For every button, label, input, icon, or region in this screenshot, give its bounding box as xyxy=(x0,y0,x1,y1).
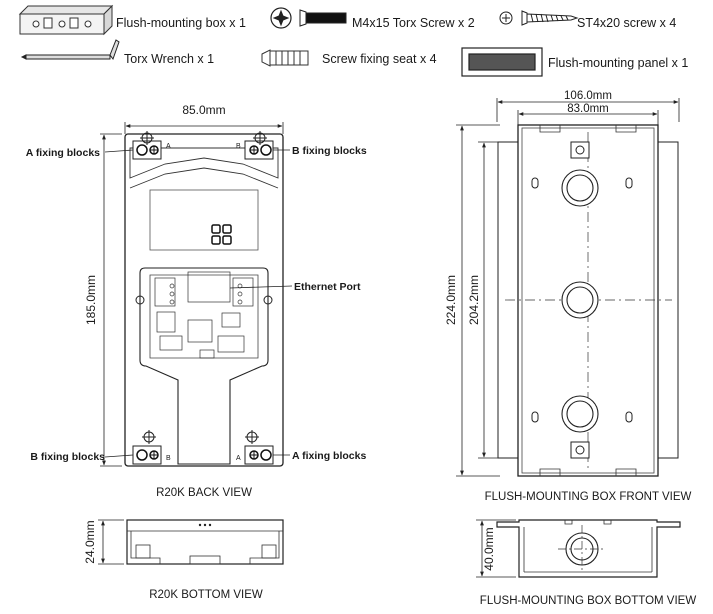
box-bottom-caption: FLUSH-MOUNTING BOX BOTTOM VIEW xyxy=(480,595,697,607)
block-b-letter-bottom: B xyxy=(166,455,171,462)
fixing-block-top-right xyxy=(244,140,274,160)
box-screw-tabs xyxy=(570,141,590,459)
flush-mounting-panel-icon xyxy=(461,47,543,77)
block-a-letter-bottom: A xyxy=(236,455,241,462)
label-b-fixing-bottom: B fixing blocks xyxy=(30,451,105,463)
st4-screw-icon xyxy=(499,10,579,26)
box-bottom-height-dimension: 40.0mm xyxy=(482,527,496,570)
accessory-box-icon xyxy=(18,4,114,36)
r20k-back-view: 85.0mm 185.0mm xyxy=(26,103,367,499)
m4-torx-screw-icon xyxy=(270,7,347,29)
screw-markers xyxy=(140,131,267,444)
torx-wrench-label: Torx Wrench x 1 xyxy=(124,52,214,66)
box-front-caption: FLUSH-MOUNTING BOX FRONT VIEW xyxy=(485,491,692,503)
box-outer-height: 224.0mm xyxy=(444,275,458,325)
block-b-letter-top: B xyxy=(236,143,241,150)
device-body xyxy=(124,133,284,467)
back-view-caption: R20K BACK VIEW xyxy=(156,487,252,499)
back-width-dimension: 85.0mm xyxy=(182,103,225,117)
label-a-fixing-top: A fixing blocks xyxy=(26,147,100,159)
torx-wrench-icon xyxy=(20,39,120,61)
box-knockout-holes xyxy=(561,169,599,433)
box-outer-width: 106.0mm xyxy=(564,90,612,102)
bottom-height-dimension: 24.0mm xyxy=(83,520,97,563)
box-bottom-view: 40.0mm FLUSH-MOUNTING BOX BOTTOM VIEW xyxy=(476,519,697,607)
accessory-box-label: Flush-mounting box x 1 xyxy=(116,16,246,30)
block-a-letter-top: A xyxy=(166,143,171,150)
r20k-bottom-view: 24.0mm R20K BOTTOM VIEW xyxy=(83,519,284,601)
st4-screw-label: ST4x20 screw x 4 xyxy=(577,16,676,30)
screw-fixing-seat-icon xyxy=(261,49,309,67)
box-inner-height: 204.2mm xyxy=(467,275,481,325)
box-front-view: 106.0mm 83.0mm 224.0mm 204.2mm xyxy=(444,90,692,503)
back-height-dimension: 185.0mm xyxy=(84,275,98,325)
fixing-block-bottom-right xyxy=(244,445,274,465)
label-b-fixing-top: B fixing blocks xyxy=(292,145,367,157)
logo-icon xyxy=(211,224,232,245)
fixing-block-bottom-left xyxy=(132,445,162,465)
m4-screw-label: M4x15 Torx Screw x 2 xyxy=(352,16,475,30)
bottom-view-caption: R20K BOTTOM VIEW xyxy=(149,589,263,601)
box-slots xyxy=(531,177,633,423)
box-inner-width: 83.0mm xyxy=(567,103,609,115)
screw-fixing-seat-label: Screw fixing seat x 4 xyxy=(322,52,437,66)
label-a-fixing-bottom: A fixing blocks xyxy=(292,450,366,462)
flush-mounting-panel-label: Flush-mounting panel x 1 xyxy=(548,56,688,70)
label-ethernet-port: Ethernet Port xyxy=(294,281,361,293)
